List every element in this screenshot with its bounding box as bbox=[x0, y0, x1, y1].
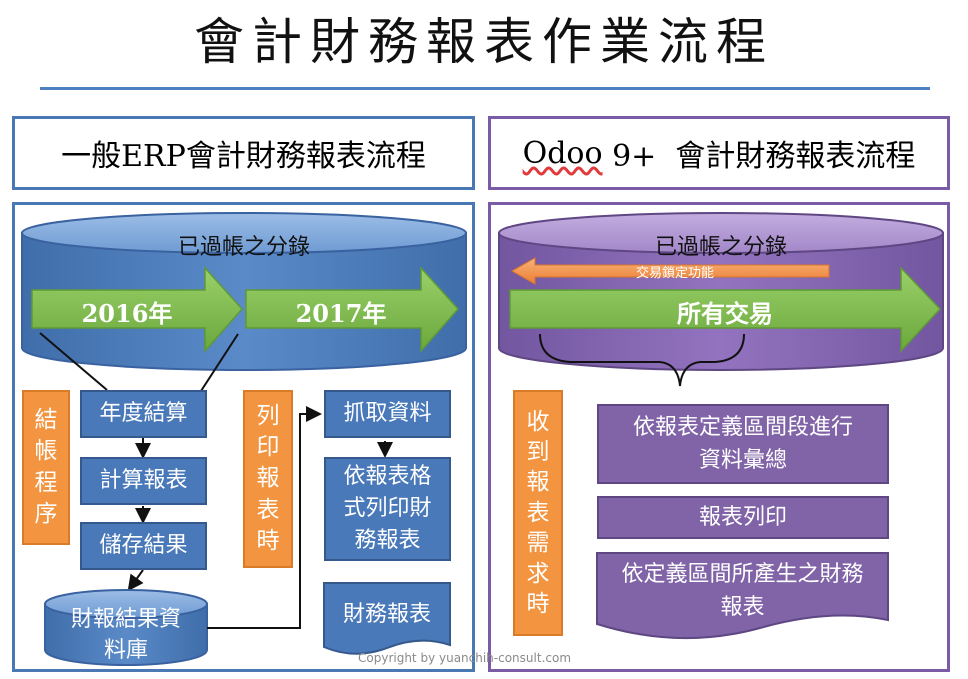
step-save-result-label: 儲存結果 bbox=[99, 533, 188, 559]
final-report-text: 依定義區間所產生之財務報表 bbox=[621, 562, 864, 620]
final-report-label: 依定義區間所產生之財務報表 bbox=[597, 558, 888, 624]
print-report-label: 報表列印 bbox=[698, 505, 787, 530]
final-report-document-shape bbox=[596, 552, 889, 640]
all-transactions-label: 所有交易 bbox=[677, 299, 773, 328]
arrow-2017 bbox=[245, 266, 460, 353]
result-db-cylinder bbox=[44, 589, 208, 666]
left-database-cylinder bbox=[21, 212, 467, 371]
report-document-shape bbox=[323, 582, 451, 655]
left-heading: 一般ERP會計財務報表流程 bbox=[61, 139, 426, 174]
summarize-label: 依報表定義區間段進行資料彙總 bbox=[632, 415, 853, 473]
result-db-label: 財報結果資料庫 bbox=[58, 605, 194, 667]
step-calc-report-label: 計算報表 bbox=[99, 468, 188, 494]
print-time-box: 列印報表時 bbox=[243, 390, 293, 568]
all-transactions-arrow bbox=[509, 266, 942, 353]
fetch-data-box: 抓取資料 bbox=[324, 390, 451, 438]
lock-label: 交易鎖定功能 bbox=[635, 266, 714, 281]
left-db-label: 已過帳之分錄 bbox=[177, 235, 310, 260]
copyright-text: Copyright by yuanchih-consult.com bbox=[358, 651, 572, 665]
result-db-text: 財報結果資料庫 bbox=[71, 607, 182, 663]
print-time-label: 列印報表時 bbox=[256, 403, 280, 554]
title-underline bbox=[40, 87, 930, 90]
step-year-end: 年度結算 bbox=[80, 390, 207, 438]
left-panel bbox=[12, 202, 475, 672]
step-calc-report: 計算報表 bbox=[80, 457, 207, 505]
right-panel bbox=[488, 202, 950, 672]
request-received-label: 收到報表需求時 bbox=[526, 408, 550, 617]
fetch-data-label: 抓取資料 bbox=[343, 401, 432, 427]
right-heading-odoo: Odoo bbox=[522, 135, 603, 171]
year-2017-label: 2017年 bbox=[295, 299, 387, 328]
summarize-box: 依報表定義區間段進行資料彙總 bbox=[597, 404, 889, 484]
print-format-label: 依報表格式列印財務報表 bbox=[343, 464, 432, 553]
step-save-result: 儲存結果 bbox=[80, 522, 207, 570]
left-heading-box: 一般ERP會計財務報表流程 bbox=[12, 116, 475, 190]
right-db-label: 已過帳之分錄 bbox=[654, 235, 787, 260]
year-2016-label: 2016年 bbox=[81, 299, 173, 328]
close-procedure-box: 結帳程序 bbox=[22, 390, 70, 545]
lock-arrow bbox=[510, 257, 830, 285]
request-received-box: 收到報表需求時 bbox=[513, 390, 563, 636]
page-title: 會計財務報表作業流程 bbox=[194, 13, 774, 71]
brace bbox=[539, 333, 745, 387]
right-heading-box: Odoo 9+ 會計財務報表流程 bbox=[488, 116, 950, 190]
step-year-end-label: 年度結算 bbox=[99, 401, 188, 427]
arrow-2016 bbox=[31, 266, 244, 353]
right-heading-rest: 9+ 會計財務報表流程 bbox=[602, 139, 916, 174]
print-format-box: 依報表格式列印財務報表 bbox=[324, 457, 451, 561]
close-procedure-label: 結帳程序 bbox=[34, 407, 58, 527]
print-report-box: 報表列印 bbox=[597, 496, 889, 539]
report-label: 財務報表 bbox=[342, 602, 431, 627]
